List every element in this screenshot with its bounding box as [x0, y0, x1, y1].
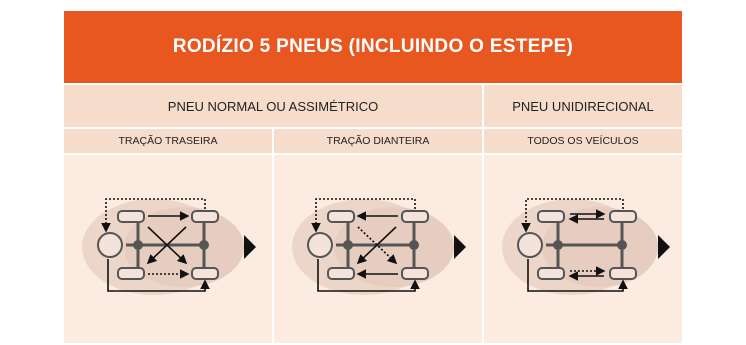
- subheader-front-drive: TRAÇÃO DIANTEIRA: [274, 129, 482, 153]
- subheader-front-label: TRAÇÃO DIANTEIRA: [326, 135, 430, 147]
- diagram-all-vehicles: [484, 155, 682, 343]
- front-axle-hub: [617, 240, 627, 250]
- tire-front-right: [401, 267, 429, 280]
- tire-front-right: [191, 267, 219, 280]
- tire-rear-left: [537, 210, 565, 223]
- tire-front-right: [609, 267, 637, 280]
- tires: [537, 210, 637, 280]
- tire-rear-right: [117, 267, 145, 280]
- direction-arrow-icon: [658, 235, 670, 259]
- tires: [327, 210, 429, 280]
- title-bar: RODÍZIO 5 PNEUS (INCLUINDO O ESTEPE): [64, 11, 682, 83]
- rear-axle-hub: [343, 240, 353, 250]
- tire-rear-right: [537, 267, 565, 280]
- rotation-arrows: [521, 198, 628, 292]
- tire-rear-left: [117, 210, 145, 223]
- header-unidirectional: PNEU UNIDIRECIONAL: [484, 85, 682, 127]
- header-normal-label: PNEU NORMAL OU ASSIMÉTRICO: [167, 98, 379, 114]
- rear-axle-hub: [553, 240, 563, 250]
- spare-tire-icon: [517, 232, 543, 258]
- direction-arrow-icon: [454, 235, 466, 259]
- rotation-arrows: [311, 198, 420, 292]
- spare-tire-icon: [307, 232, 333, 258]
- diagram-front-drive: [274, 155, 482, 343]
- subheader-all-vehicles: TODOS OS VEÍCULOS: [484, 129, 682, 153]
- header-unidirectional-label: PNEU UNIDIRECIONAL: [512, 98, 654, 114]
- tire-front-left: [609, 210, 637, 223]
- rotation-arrows: [101, 198, 210, 292]
- tire-rear-left: [327, 210, 355, 223]
- rear-axle-hub: [133, 240, 143, 250]
- spare-tire-icon: [97, 232, 123, 258]
- tire-front-left: [401, 210, 429, 223]
- subheader-rear-drive: TRAÇÃO TRASEIRA: [64, 129, 272, 153]
- tire-rotation-unidirectional-diagram: [502, 198, 670, 295]
- tire-rotation-rear-drive-diagram: [82, 198, 256, 295]
- front-axle-hub: [409, 240, 419, 250]
- tire-rotation-front-drive-diagram: [292, 198, 466, 295]
- tire-rotation-panel: RODÍZIO 5 PNEUS (INCLUINDO O ESTEPE) PNE…: [64, 11, 682, 343]
- tires: [117, 210, 219, 280]
- diagram-rear-drive: [64, 155, 272, 343]
- subheader-all-label: TODOS OS VEÍCULOS: [527, 135, 639, 147]
- page-title: RODÍZIO 5 PNEUS (INCLUINDO O ESTEPE): [172, 36, 574, 57]
- subheader-rear-label: TRAÇÃO TRASEIRA: [118, 135, 218, 147]
- tire-front-left: [191, 210, 219, 223]
- header-normal: PNEU NORMAL OU ASSIMÉTRICO: [64, 85, 482, 127]
- direction-arrow-icon: [244, 235, 256, 259]
- front-axle-hub: [199, 240, 209, 250]
- tire-rear-right: [327, 267, 355, 280]
